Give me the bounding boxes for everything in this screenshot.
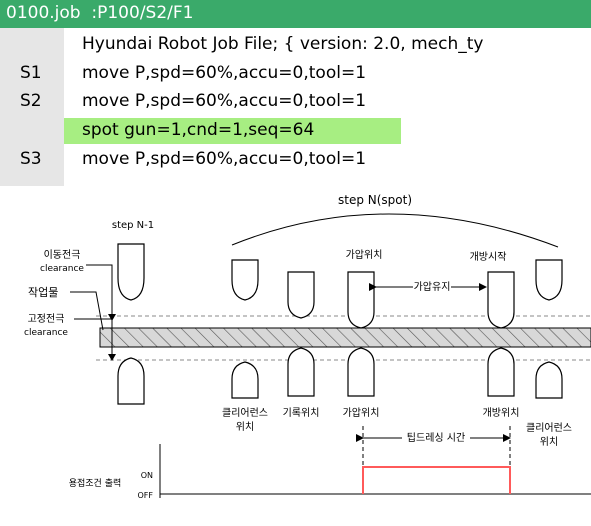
- clearance-position-left-label: 클리어런스: [222, 407, 268, 419]
- fixed-electrode-label: 고정전극: [28, 313, 65, 325]
- workpiece-leader: [70, 291, 104, 331]
- upper-electrode: [231, 259, 259, 301]
- step-number: S2: [20, 91, 42, 111]
- record-position-label: 기록위치: [283, 406, 320, 419]
- moving-clearance-arrowhead: [108, 314, 116, 321]
- workpiece-bar: [99, 327, 591, 348]
- upper-electrode: [347, 271, 375, 329]
- job-title: 0100.job :P100/S2/F1: [6, 3, 194, 23]
- upper-electrode: [487, 271, 515, 329]
- code-line[interactable]: S2 move P,spd=60%,accu=0,tool=1: [0, 89, 591, 115]
- weld-output-pulse: [362, 466, 511, 494]
- off-label: OFF: [138, 491, 154, 500]
- moving-clearance-label: clearance: [40, 264, 84, 274]
- code-text: move P,spd=60%,accu=0,tool=1: [82, 91, 367, 111]
- code-line[interactable]: S3 move P,spd=60%,accu=0,tool=1: [0, 147, 591, 173]
- lower-electrode: [347, 347, 375, 397]
- job-file-listing: 0100.job :P100/S2/F1 Hyundai Robot Job F…: [0, 0, 591, 190]
- fixed-clearance-leader: [74, 318, 113, 360]
- step-gutter: [0, 28, 64, 186]
- upper-electrode: [535, 259, 563, 301]
- upper-electrode: [117, 243, 145, 301]
- upper-electrode: [287, 271, 315, 319]
- code-line-highlighted[interactable]: spot gun=1,cnd=1,seq=64: [0, 118, 591, 144]
- step-prev-label: step N-1: [112, 220, 154, 231]
- lower-electrode: [117, 357, 145, 405]
- press-hold-label: 가압유지: [414, 280, 451, 293]
- on-label: ON: [141, 471, 153, 480]
- line-highlight: [64, 118, 401, 144]
- open-position-label: 개방위치: [483, 406, 520, 419]
- code-text: Hyundai Robot Job File; { version: 2.0, …: [82, 34, 484, 54]
- open-start-label: 개방시작: [470, 251, 507, 263]
- code-line[interactable]: Hyundai Robot Job File; { version: 2.0, …: [0, 32, 591, 58]
- step-number: S1: [20, 63, 42, 83]
- lower-electrode: [287, 347, 315, 397]
- tip-dressing-label: 팁드레싱 시간: [407, 432, 465, 444]
- code-text: spot gun=1,cnd=1,seq=64: [82, 120, 315, 140]
- code-text: move P,spd=60%,accu=0,tool=1: [82, 63, 367, 83]
- step-spot-label: step N(spot): [338, 193, 412, 207]
- lower-electrode: [535, 361, 563, 399]
- weld-output-label: 용접조건 출력: [69, 477, 122, 489]
- press-position-label: 가압위치: [346, 248, 383, 261]
- press-position-bottom-label: 가압위치: [343, 406, 380, 419]
- lower-electrode: [487, 347, 515, 397]
- clearance-position-right-sub: 위치: [540, 435, 558, 448]
- step-spot-arc: [231, 213, 559, 248]
- press-hold-label-bg: [413, 279, 451, 293]
- spot-weld-timing-diagram: step N-1 step N(spot) 이동전극 clearance 작업물…: [24, 193, 591, 500]
- tip-dressing-label-bg: [402, 430, 470, 444]
- fixed-clearance-label: clearance: [24, 328, 68, 338]
- clearance-position-left-sub: 위치: [236, 420, 254, 433]
- job-title-bar: 0100.job :P100/S2/F1: [0, 0, 591, 28]
- code-text: move P,spd=60%,accu=0,tool=1: [82, 149, 367, 169]
- moving-clearance-leader: [86, 264, 113, 320]
- clearance-position-right-label: 클리어런스: [526, 422, 572, 434]
- workpiece-label: 작업물: [28, 286, 58, 299]
- lower-electrode: [231, 361, 259, 399]
- step-number: S3: [20, 149, 42, 169]
- fixed-clearance-arrowhead: [108, 354, 116, 361]
- code-line[interactable]: S1 move P,spd=60%,accu=0,tool=1: [0, 61, 591, 87]
- moving-electrode-label: 이동전극: [44, 249, 81, 261]
